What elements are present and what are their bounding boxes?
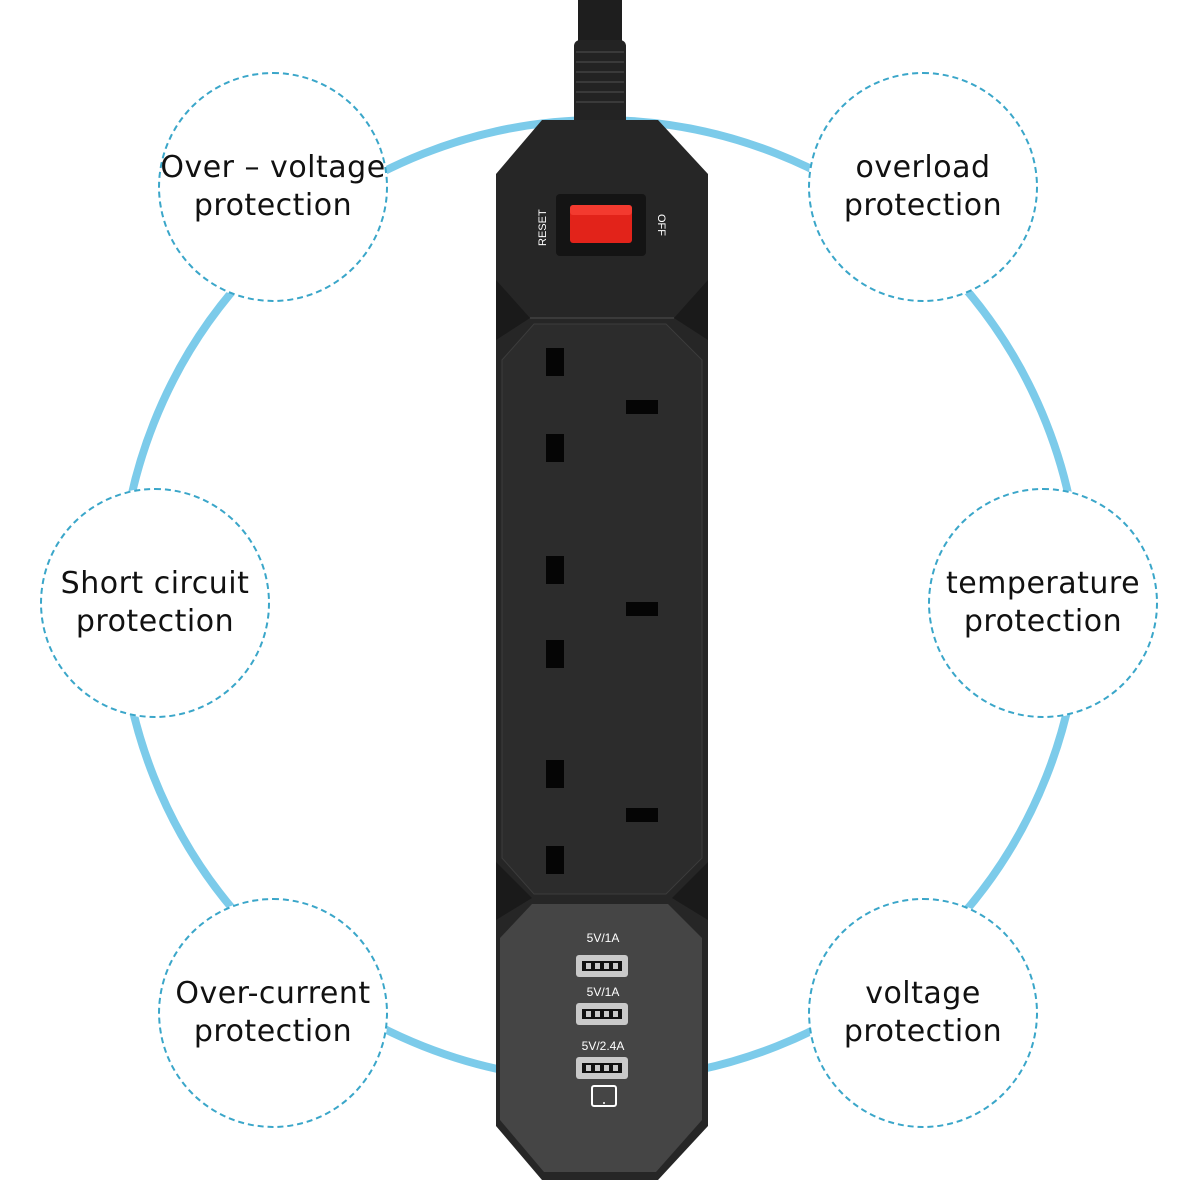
feature-line-1: Over – voltage: [160, 150, 386, 185]
feature-line-1: temperature: [945, 566, 1141, 601]
feature-line-2: protection: [843, 1014, 1003, 1049]
feature-over-current: Over-current protection: [158, 898, 388, 1128]
feature-line-2: protection: [193, 188, 353, 223]
feature-over-voltage: Over – voltage protection: [158, 72, 388, 302]
feature-line-2: protection: [75, 604, 235, 639]
feature-line-1: Short circuit: [60, 566, 250, 601]
feature-line-1: Over-current: [175, 976, 371, 1011]
power-cable: [574, 0, 626, 126]
feature-line-2: protection: [963, 604, 1123, 639]
usb-port-3[interactable]: [576, 1057, 628, 1079]
feature-line-2: protection: [843, 188, 1003, 223]
tablet-icon: [591, 1085, 617, 1107]
feature-short-circuit: Short circuit protection: [40, 488, 270, 718]
usb-port-3-rating: 5V/2.4A: [582, 1039, 625, 1053]
switch-reset-label: RESET: [537, 209, 549, 246]
feature-voltage: voltage protection: [808, 898, 1038, 1128]
power-switch[interactable]: [556, 194, 646, 256]
feature-line-2: protection: [193, 1014, 353, 1049]
feature-line-1: overload: [855, 150, 991, 185]
power-strip: RESET OFF 5V/1A: [496, 120, 708, 1180]
feature-line-1: voltage: [865, 976, 981, 1011]
feature-temperature: temperature protection: [928, 488, 1158, 718]
socket-1[interactable]: [546, 348, 658, 462]
socket-2[interactable]: [546, 556, 658, 668]
usb-port-1[interactable]: [576, 955, 628, 977]
feature-overload: overload protection: [808, 72, 1038, 302]
socket-3[interactable]: [546, 760, 658, 874]
usb-port-2[interactable]: [576, 1003, 628, 1025]
switch-off-label: OFF: [655, 214, 667, 236]
usb-port-2-rating: 5V/1A: [587, 985, 620, 999]
usb-port-1-rating: 5V/1A: [587, 931, 620, 945]
